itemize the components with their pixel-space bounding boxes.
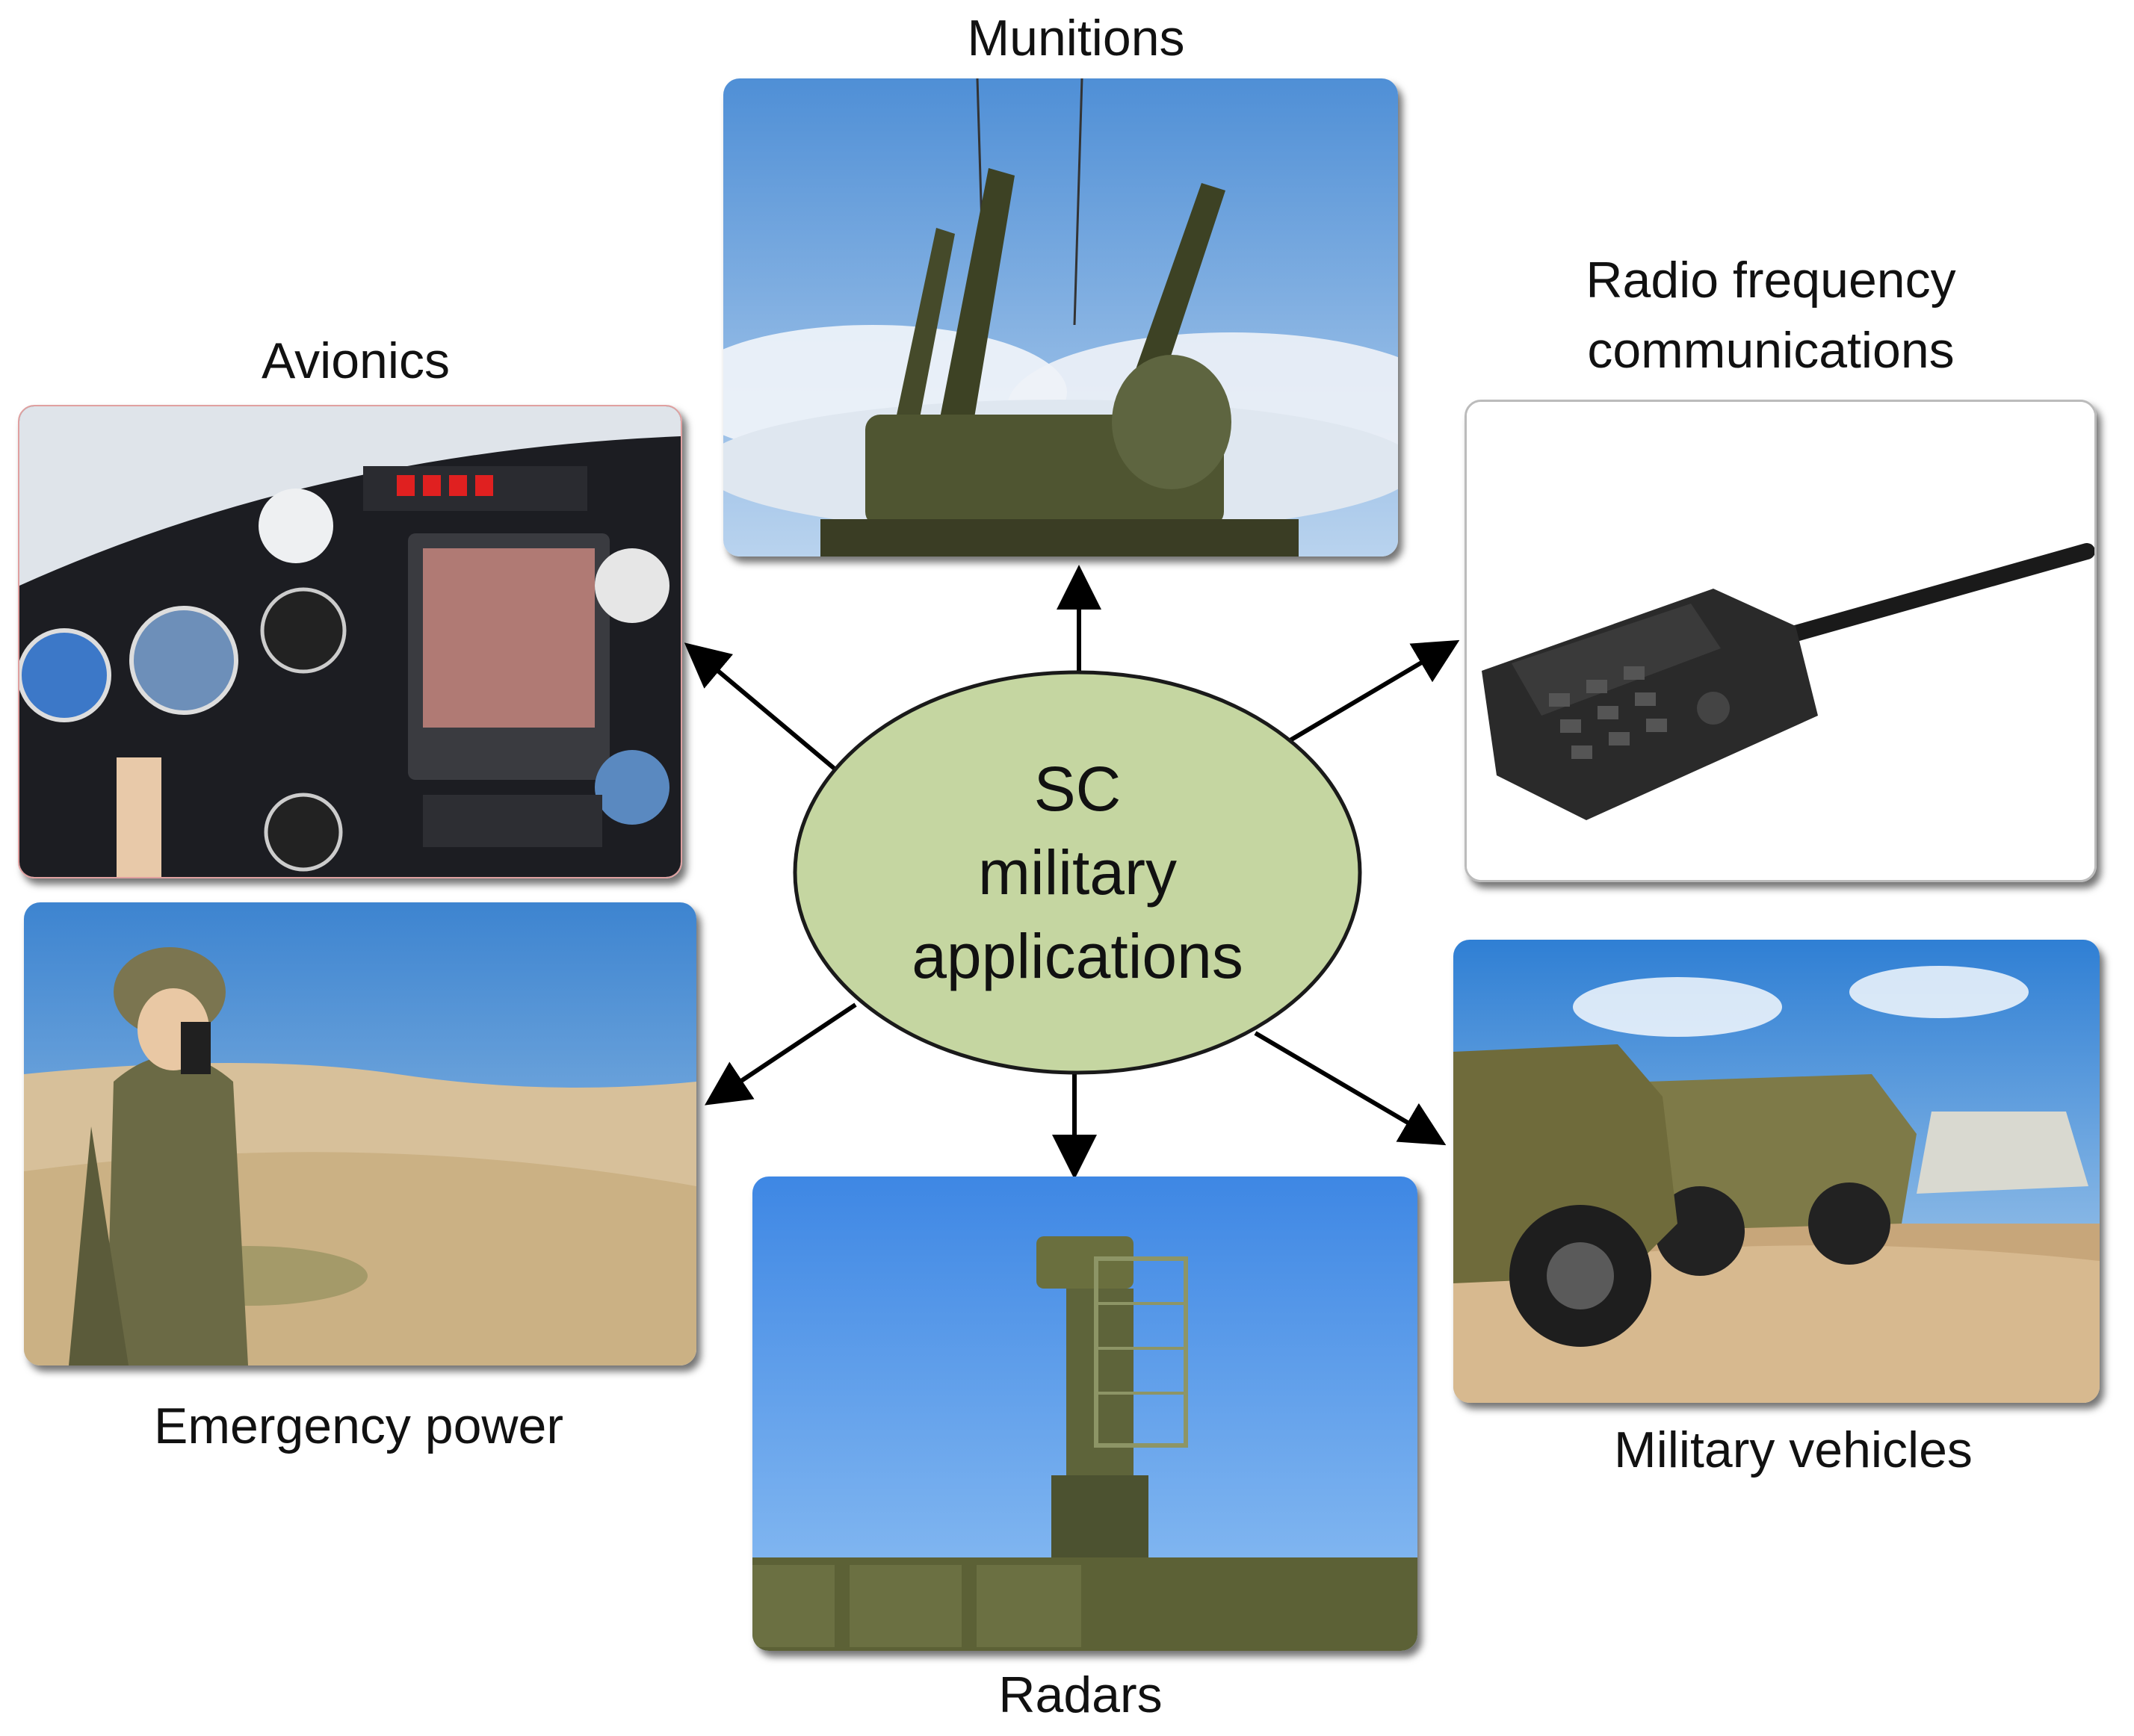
center-ellipse [793,670,1362,1075]
center-line-3: applications [912,921,1243,991]
radio-label: Radio frequency communications [1509,245,2032,385]
vehicles-label: Military vehicles [1614,1422,1973,1478]
avionics-label: Avionics [262,332,450,389]
cockpit-instruments-icon [19,406,681,877]
center-line-2: military [978,837,1177,908]
arrow-to-avionics [684,642,837,772]
armored-vehicles-icon [1453,940,2100,1403]
radio-label-line-2: communications [1587,322,1955,379]
arrow-to-emergency [705,1002,857,1106]
radio-label-line-1: Radio frequency [1586,252,1956,309]
avionics-photo [18,405,682,878]
walkie-talkie-icon [1467,402,2094,880]
air-defense-gun-icon [723,78,1398,557]
arrow-to-vehicles [1254,1031,1447,1146]
radar-antenna-icon [752,1177,1417,1651]
munitions-photo [723,78,1398,557]
soldier-radio-icon [24,902,696,1365]
munitions-label: Munitions [967,10,1185,66]
emergency-label: Emergency power [153,1398,564,1454]
radio-photo [1465,400,2097,882]
center-label: SC military applications [853,747,1302,998]
arrow-to-radio [1287,639,1460,743]
vehicles-photo [1453,940,2100,1403]
center-line-1: SC [1033,754,1122,824]
emergency-photo [24,902,696,1365]
radars-photo [752,1177,1417,1651]
radars-label: Radars [998,1667,1163,1723]
